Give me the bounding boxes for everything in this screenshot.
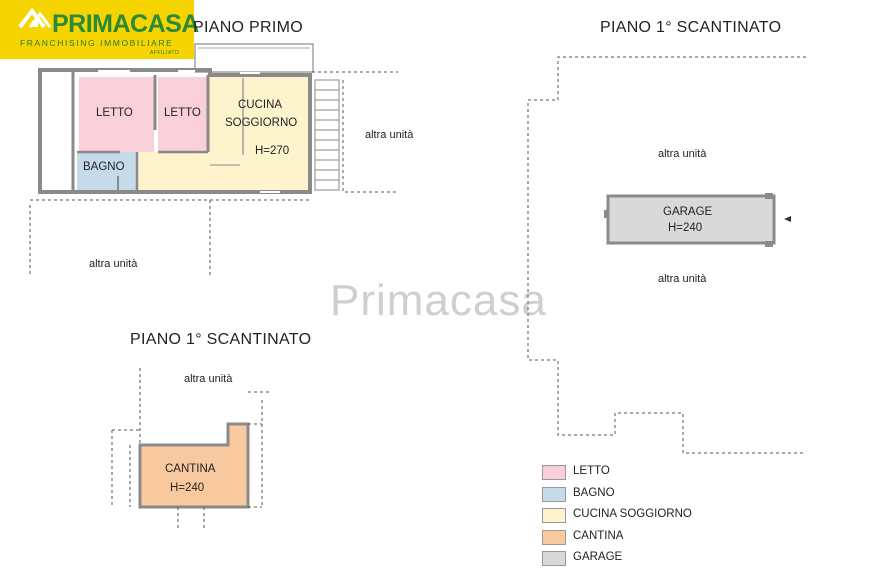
piano-primo-plan [29, 43, 398, 275]
legend-label: BAGNO [573, 486, 615, 499]
legend-label: CUCINA SOGGIORNO [573, 508, 692, 520]
label-letto-1: LETTO [96, 107, 133, 119]
label-garage: GARAGE [663, 206, 713, 218]
title-piano-primo: PIANO PRIMO [193, 19, 303, 36]
bagno-room [77, 152, 137, 191]
label-height-garage: H=240 [668, 222, 703, 234]
entrance-arrow-icon [784, 216, 791, 222]
cucina-soggiorno-room [137, 77, 310, 192]
label-altra-unita-below: altra unità [89, 258, 138, 270]
logo-subtitle: FRANCHISING IMMOBILIARE [20, 38, 174, 48]
logo-affiliate: AFFILIATO [150, 50, 180, 56]
scantinato-cantina-plan [111, 368, 270, 530]
legend-swatch [542, 508, 566, 523]
legend-swatch [542, 486, 566, 502]
label-cucina: CUCINA [238, 99, 283, 111]
watermark: Primacasa [330, 276, 547, 325]
legend-swatch [542, 465, 566, 480]
letto-1-room [79, 77, 154, 152]
label-height-cantina: H=240 [170, 482, 205, 494]
label-bagno: BAGNO [83, 161, 125, 173]
letto-2-room [158, 77, 208, 152]
label-altra-unita-cantina: altra unità [184, 373, 233, 385]
garage-room [606, 194, 776, 245]
legend-label: CANTINA [573, 529, 624, 542]
legend-label: LETTO [573, 465, 610, 477]
label-altra-unita-right: altra unità [365, 129, 414, 141]
legend-swatch [542, 551, 566, 566]
scantinato-garage-plan [527, 56, 806, 454]
label-cantina: CANTINA [165, 463, 216, 475]
label-altra-unita-garage-above: altra unità [658, 148, 707, 160]
label-height-primo: H=270 [255, 145, 290, 157]
legend-swatch [542, 529, 566, 545]
logo-brand: PRIMACASA [52, 10, 199, 38]
legend-label: GARAGE [573, 551, 623, 563]
title-scantinato-garage: PIANO 1° SCANTINATO [600, 19, 782, 36]
label-letto-2: LETTO [164, 107, 201, 119]
label-soggiorno: SOGGIORNO [225, 117, 298, 129]
primacasa-logo: PRIMACASA FRANCHISING IMMOBILIARE AFFILI… [0, 0, 199, 59]
title-scantinato-cantina: PIANO 1° SCANTINATO [130, 331, 312, 348]
house-roof-icon [18, 7, 52, 29]
label-altra-unita-garage-below: altra unità [658, 273, 707, 285]
